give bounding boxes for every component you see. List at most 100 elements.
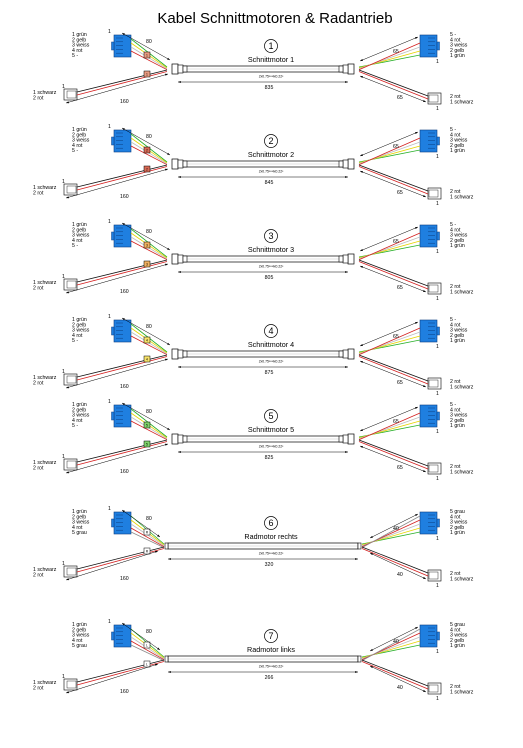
right-power-dimension-arrowhead bbox=[423, 576, 426, 579]
ferrule-ring bbox=[347, 433, 355, 445]
right-power-label: 2 rot bbox=[450, 189, 461, 195]
plug-socket bbox=[428, 189, 439, 198]
left-power-tag bbox=[143, 660, 151, 668]
right-pin-label: 5 - bbox=[450, 127, 456, 133]
cable-number: 5 bbox=[268, 411, 273, 421]
right-ferrule bbox=[357, 542, 362, 550]
right-power-label: 2 rot bbox=[450, 94, 461, 100]
plug-socket bbox=[428, 284, 439, 293]
left-power-length: 160 bbox=[120, 99, 129, 105]
right-pin-label: 4 rot bbox=[450, 322, 461, 328]
left-power-label: 2 rot bbox=[33, 191, 44, 197]
ferrule-ring bbox=[347, 348, 355, 360]
left-signal-dimension-arrowhead bbox=[122, 128, 125, 131]
right-signal-plug bbox=[419, 319, 440, 343]
plug-latch bbox=[436, 518, 440, 528]
left-power-one-marker: 1 bbox=[62, 274, 65, 280]
cable-number: 6 bbox=[268, 518, 273, 528]
left-signal-wire bbox=[130, 420, 168, 441]
left-pin-label: 4 rot bbox=[72, 418, 83, 424]
left-power-tag bbox=[143, 260, 151, 268]
left-power-dimension-arrowhead bbox=[165, 263, 168, 266]
left-power-plug bbox=[63, 373, 78, 386]
cable-number: 7 bbox=[268, 631, 273, 641]
right-power-dimension-arrowhead bbox=[370, 666, 373, 669]
cable-spec: 2x0.75²+4x0.22² bbox=[259, 552, 284, 556]
left-pin-one-marker: 1 bbox=[108, 124, 111, 130]
left-signal-dimension bbox=[121, 509, 161, 538]
left-pin-label: 1 grün bbox=[72, 402, 87, 408]
left-pin-label: 5 - bbox=[72, 53, 78, 59]
left-power-dimension bbox=[65, 73, 169, 104]
cable-number: 4 bbox=[268, 326, 273, 336]
plug-socket bbox=[428, 571, 439, 580]
right-power-dimension-arrowhead bbox=[360, 361, 363, 363]
right-signal-dimension-arrowhead bbox=[370, 648, 373, 651]
right-pin-label: 2 gelb bbox=[450, 48, 464, 54]
right-signal-dimension-arrowhead bbox=[415, 514, 418, 517]
left-signal-wire bbox=[130, 50, 168, 71]
plug-latch bbox=[111, 231, 115, 241]
left-signal-dimension-arrowhead bbox=[122, 318, 125, 321]
right-signal-wire bbox=[358, 137, 421, 166]
left-power-one-marker: 1 bbox=[62, 674, 65, 680]
right-power-label: 1 schwarz bbox=[450, 577, 474, 583]
right-ferrule bbox=[357, 655, 362, 663]
left-pin-label: 3 weiss bbox=[72, 233, 90, 239]
left-signal-length: 80 bbox=[146, 516, 152, 522]
plug-socket bbox=[66, 680, 77, 689]
right-pin-one-marker: 1 bbox=[436, 154, 439, 160]
right-signal-dimension-arrowhead bbox=[360, 248, 363, 251]
left-power-one-marker: 1 bbox=[62, 369, 65, 375]
plug-body bbox=[113, 624, 132, 648]
left-power-wire-red bbox=[76, 261, 168, 286]
right-pin-label: 1 grün bbox=[450, 530, 465, 536]
length-dimension-arrowhead bbox=[345, 80, 348, 84]
left-signal-wire bbox=[130, 527, 165, 548]
length-dimension-arrowhead bbox=[178, 175, 181, 179]
right-signal-length: 65 bbox=[393, 49, 399, 55]
length-dimension-arrowhead bbox=[168, 670, 171, 674]
left-signal-length: 80 bbox=[146, 629, 152, 635]
right-power-dimension bbox=[359, 445, 427, 473]
cable-length: 320 bbox=[265, 562, 274, 568]
plug-body bbox=[113, 511, 132, 535]
cable-length: 845 bbox=[265, 180, 274, 186]
right-power-wire-black bbox=[358, 259, 429, 287]
right-power-length: 40 bbox=[397, 572, 403, 578]
length-dimension-arrowhead bbox=[168, 557, 171, 561]
left-wire-tag bbox=[143, 241, 151, 249]
right-pin-label: 5 - bbox=[450, 222, 456, 228]
left-signal-wire bbox=[130, 145, 168, 166]
left-power-label: 1 schwarz bbox=[33, 280, 57, 286]
right-pin-label: 2 gelb bbox=[450, 418, 464, 424]
right-power-length: 65 bbox=[397, 380, 403, 386]
right-power-plug bbox=[427, 462, 442, 475]
left-power-tag-label: L bbox=[146, 663, 148, 667]
plug-socket bbox=[66, 90, 77, 99]
left-power-wire-red bbox=[76, 441, 168, 466]
left-power-label: 1 schwarz bbox=[33, 567, 57, 573]
right-pin-label: 3 weiss bbox=[450, 520, 468, 526]
right-signal-dimension bbox=[369, 513, 419, 539]
right-power-dimension bbox=[369, 552, 427, 580]
left-signal-plug bbox=[111, 319, 132, 343]
left-power-label: 2 rot bbox=[33, 466, 44, 472]
right-pin-label: 4 rot bbox=[450, 37, 461, 43]
right-power-label: 1 schwarz bbox=[450, 100, 474, 106]
plug-latch bbox=[436, 231, 440, 241]
right-pin-label: 2 gelb bbox=[450, 333, 464, 339]
right-signal-dimension-arrowhead bbox=[360, 428, 363, 431]
left-power-dimension-arrowhead bbox=[66, 471, 69, 474]
left-wire-tag bbox=[143, 421, 151, 429]
left-pin-label: 4 rot bbox=[72, 525, 83, 531]
right-signal-dimension-arrowhead bbox=[415, 37, 418, 40]
plug-body bbox=[113, 404, 132, 428]
left-power-tag-label: 4 bbox=[146, 358, 148, 362]
cable-number: 3 bbox=[268, 231, 273, 241]
right-ferrule bbox=[338, 158, 355, 170]
